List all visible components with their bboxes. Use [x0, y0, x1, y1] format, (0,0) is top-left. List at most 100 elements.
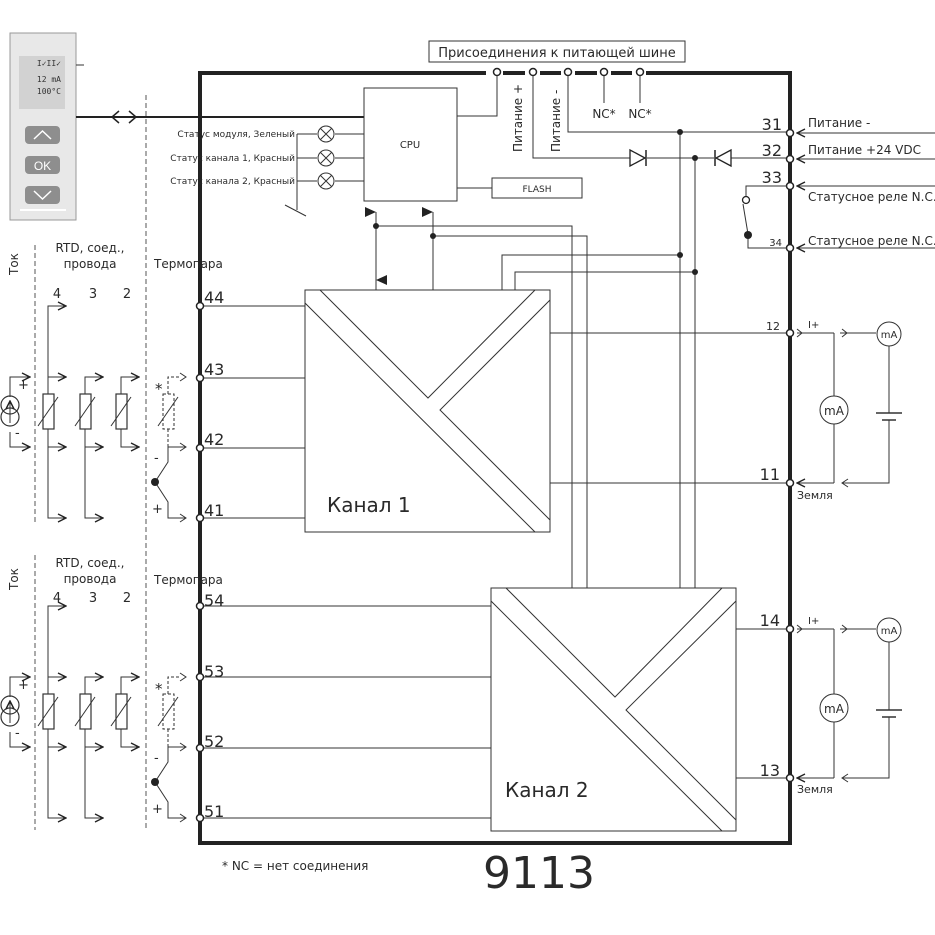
svg-text:mA: mA	[881, 330, 898, 341]
input-group-labels-1: Ток RTD, соед., провода 4 3 2 Термопара	[7, 241, 223, 302]
terminal-53	[195, 672, 205, 682]
terminal-42	[195, 443, 205, 453]
terminal-14	[785, 624, 795, 634]
terminal-label: 44	[204, 288, 224, 307]
svg-text:11: 11	[760, 465, 780, 484]
hmi-display-panel: I✓II✓ 12 mA 100°C OK	[9, 32, 84, 221]
input-sensors-channel-1: + - * - +	[0, 306, 187, 522]
flash-label: FLASH	[522, 185, 551, 195]
terminal-label: 53	[204, 662, 224, 681]
channel-1-block: Канал 1	[304, 289, 551, 533]
hmi-comm-link	[76, 110, 364, 124]
chevron-down-icon	[33, 190, 52, 201]
relay-nc-label: Статусное реле N.C.	[808, 190, 935, 204]
svg-text:+: +	[152, 502, 163, 517]
svg-text:Земля: Земля	[797, 783, 833, 796]
power-rail-pins: NC* NC* Питание + Питание -	[486, 67, 652, 152]
rail-pin	[492, 67, 502, 77]
rail-pin-nc	[635, 67, 645, 77]
svg-text:Статус канала 1, Красный: Статус канала 1, Красный	[170, 154, 295, 164]
power-rail-label: Присоединения к питающей шине	[438, 46, 676, 61]
led-module-status: Статус модуля, Зеленый	[177, 125, 364, 143]
bidirectional-arrow-icon	[110, 110, 120, 124]
milliammeter-icon	[819, 395, 849, 425]
rail-pin-power-minus	[563, 67, 573, 77]
junction-dots	[373, 129, 698, 275]
svg-text:I+: I+	[808, 320, 819, 331]
svg-text:-: -	[154, 751, 159, 766]
internal-bus	[365, 76, 790, 590]
hmi-line-1: 12 mA	[37, 75, 61, 84]
svg-text:Ток: Ток	[7, 568, 21, 591]
svg-text:+: +	[18, 378, 29, 393]
svg-text:провода: провода	[64, 572, 117, 586]
terminal-label: 54	[204, 591, 224, 610]
channel-2-output-loop: mA mA I+ Земля	[797, 616, 902, 796]
hmi-ok-button[interactable]: OK	[25, 156, 60, 174]
cpu-label: CPU	[400, 140, 420, 151]
chevron-up-icon	[33, 129, 52, 140]
svg-text:33: 33	[762, 168, 782, 187]
svg-text:+: +	[152, 802, 163, 817]
power-rail-label-box: Присоединения к питающей шине	[428, 40, 686, 63]
svg-text:4: 4	[53, 591, 61, 606]
nc-label: NC*	[592, 107, 615, 121]
terminal-51	[195, 813, 205, 823]
svg-text:3: 3	[89, 287, 97, 302]
hmi-line-2: 100°C	[37, 87, 61, 96]
hmi-up-button[interactable]	[25, 126, 60, 144]
terminal-13	[785, 773, 795, 783]
svg-text:-: -	[15, 426, 20, 441]
svg-text:I+: I+	[808, 616, 819, 627]
cpu-block: CPU	[363, 87, 458, 202]
relay-contact	[741, 195, 751, 205]
milliammeter-icon	[819, 693, 849, 723]
terminal-33	[785, 181, 795, 191]
svg-text:Термопара: Термопара	[153, 573, 223, 587]
input-terminals: 44 43 42 41 54 53 52 51	[195, 288, 224, 823]
channel-1-output-loop: mA mA I+ Земля	[797, 320, 902, 502]
svg-text:провода: провода	[64, 257, 117, 271]
supply-plus-label: Питание +24 VDC	[808, 143, 921, 157]
supply-minus-label: Питание -	[808, 116, 870, 130]
hmi-channel-indicator: I✓II✓	[37, 59, 61, 68]
terminal-54	[195, 601, 205, 611]
svg-text:Ток: Ток	[7, 253, 21, 276]
rail-power-plus-label: Питание +	[511, 84, 525, 152]
terminal-31	[785, 128, 795, 138]
svg-text:+: +	[18, 678, 29, 693]
svg-text:Термопара: Термопара	[153, 257, 223, 271]
footnote: * NC = нет соединения	[222, 859, 368, 873]
terminal-52	[195, 743, 205, 753]
svg-text:RTD, соед.,: RTD, соед.,	[56, 556, 125, 570]
channel-2-label: Канал 2	[505, 778, 589, 802]
led-channel-2-status: Статус канала 2, Красный	[170, 172, 364, 190]
terminal-label: 42	[204, 430, 224, 449]
terminal-11	[785, 478, 795, 488]
rail-pin-power-plus	[528, 67, 538, 77]
input-sensors-channel-2: +-*-+	[0, 606, 187, 822]
svg-text:14: 14	[760, 611, 780, 630]
rail-power-minus-label: Питание -	[549, 90, 563, 152]
svg-text:34: 34	[769, 238, 782, 249]
hmi-down-button[interactable]	[25, 186, 60, 204]
terminal-44	[195, 301, 205, 311]
rail-pin-nc	[599, 67, 609, 77]
diode-icon	[629, 148, 647, 168]
svg-text:32: 32	[762, 141, 782, 160]
terminal-label: 51	[204, 802, 224, 821]
terminal-43	[195, 373, 205, 383]
svg-text:mA: mA	[881, 626, 898, 637]
hmi-screen	[19, 56, 65, 109]
model-number: 9113	[483, 848, 595, 899]
svg-text:3: 3	[89, 591, 97, 606]
svg-text:*: *	[155, 380, 163, 398]
svg-text:-: -	[154, 451, 159, 466]
ok-label: OK	[34, 159, 51, 173]
milliammeter-icon	[876, 617, 902, 643]
svg-text:2: 2	[123, 591, 131, 606]
svg-text:mA: mA	[824, 404, 845, 418]
relay-contact	[744, 231, 752, 239]
channel-1-label: Канал 1	[327, 493, 411, 517]
terminal-34	[785, 243, 795, 253]
